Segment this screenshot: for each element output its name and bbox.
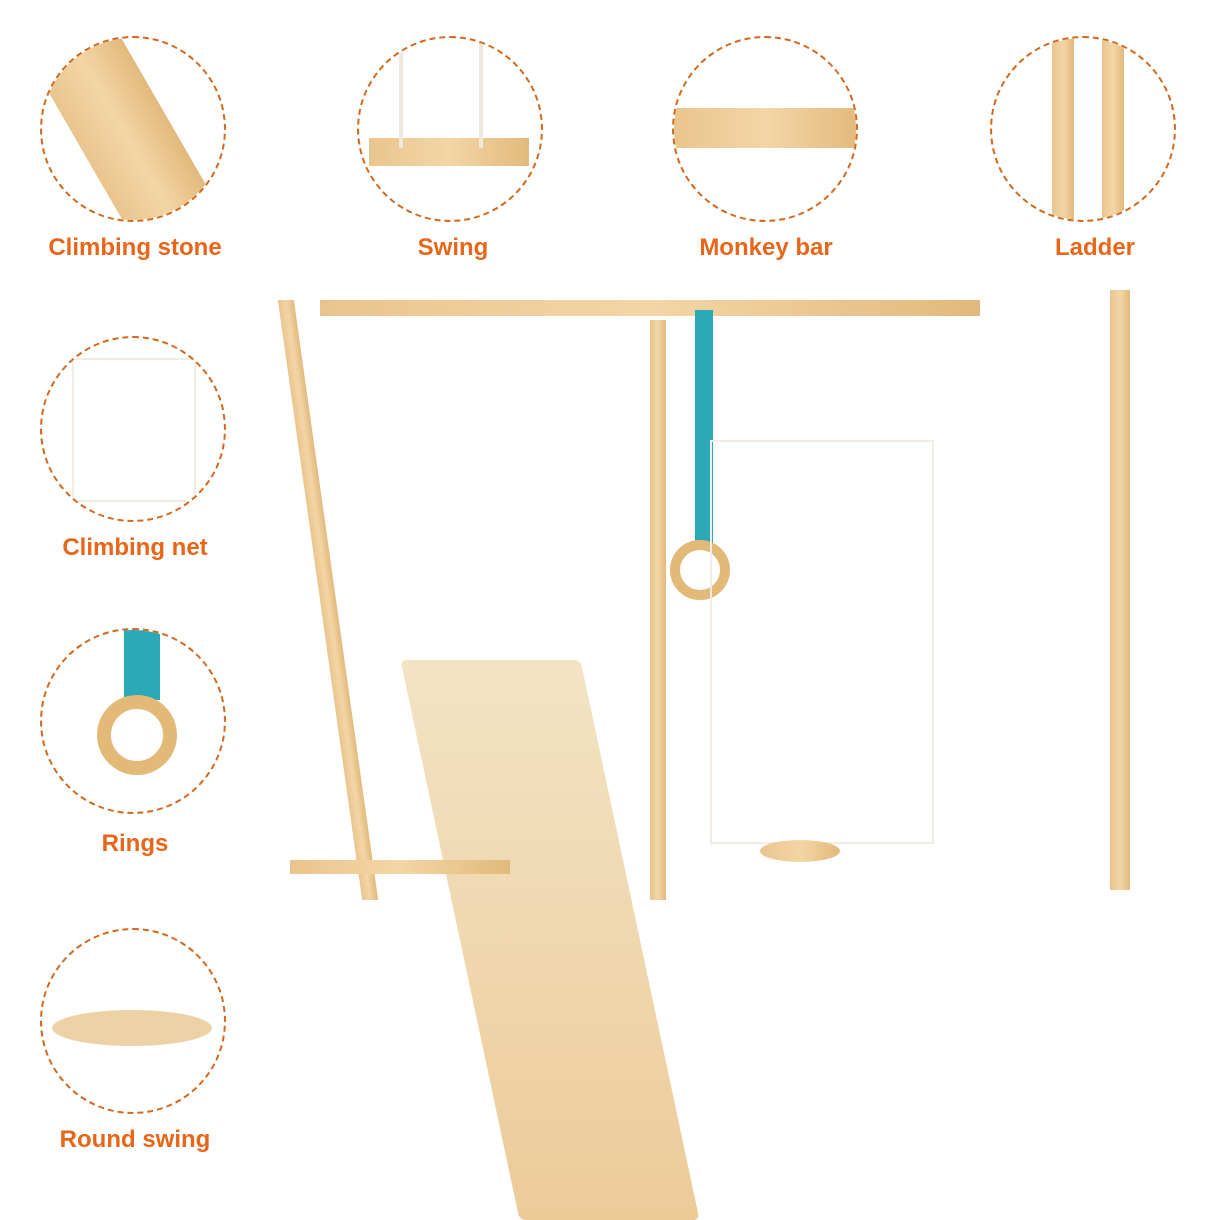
climbing-stone-detail [40, 36, 226, 222]
swing-detail [357, 36, 543, 222]
round-swing-detail [40, 928, 226, 1114]
monkey-bar-detail [672, 36, 858, 222]
climbing-net-detail [40, 336, 226, 522]
ladder-label: Ladder [1054, 234, 1135, 261]
swing-label: Swing [417, 234, 489, 261]
rings-label: Rings [101, 830, 169, 857]
climbing-gym-illustration [277, 280, 1200, 1220]
climbing-stone-label: Climbing stone [48, 234, 222, 261]
climbing-net-label: Climbing net [62, 534, 208, 561]
rings-detail [40, 628, 226, 814]
round-swing-label: Round swing [59, 1126, 211, 1153]
monkey-bar-label: Monkey bar [699, 234, 833, 261]
ladder-detail [990, 36, 1176, 222]
